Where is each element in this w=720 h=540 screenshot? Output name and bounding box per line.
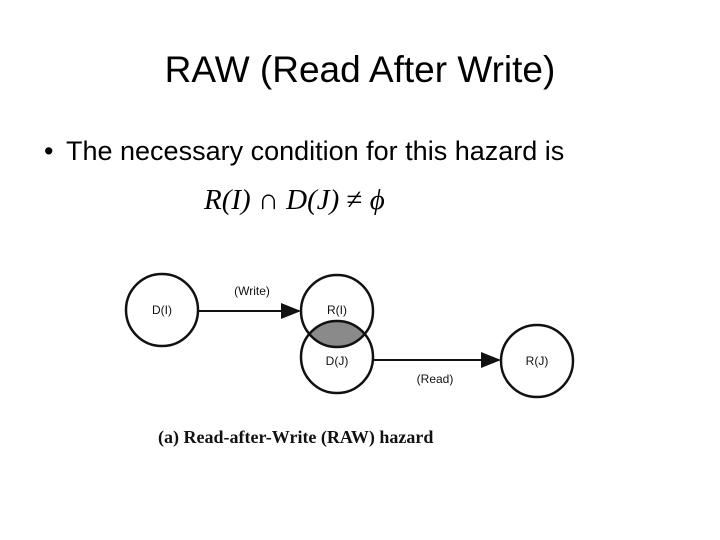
empty-set-symbol: ϕ <box>369 184 385 216</box>
intersection-symbol: ∩ <box>257 184 279 216</box>
formula-domain-d-j: D(J) <box>286 184 340 216</box>
formula-range-r-i: R(I) <box>204 184 251 216</box>
node-r-j-label: R(J) <box>526 354 549 368</box>
read-edge-label: (Read) <box>417 372 454 386</box>
node-r-j-circle <box>499 323 575 399</box>
bullet-text: The necessary condition for this hazard … <box>66 136 565 166</box>
intersection-region <box>301 321 373 347</box>
slide-title: RAW (Read After Write) <box>164 49 556 90</box>
not-equal-symbol: ≠ <box>346 184 363 216</box>
node-d-i-label: D(I) <box>152 303 172 317</box>
node-r-i-label: R(I) <box>327 303 347 317</box>
write-edge-label: (Write) <box>234 284 270 298</box>
node-r-i-circle <box>299 273 375 349</box>
node-d-j-circle <box>299 319 375 395</box>
bullet-marker: • <box>44 136 54 166</box>
hazard-condition-formula: R(I) ∩ D(J) ≠ ϕ <box>204 180 385 220</box>
diagram-caption: (a) Read-after-Write (RAW) hazard <box>158 427 433 448</box>
bullet-item: • The necessary condition for this hazard… <box>44 132 564 170</box>
node-d-j-label: D(J) <box>326 354 349 368</box>
